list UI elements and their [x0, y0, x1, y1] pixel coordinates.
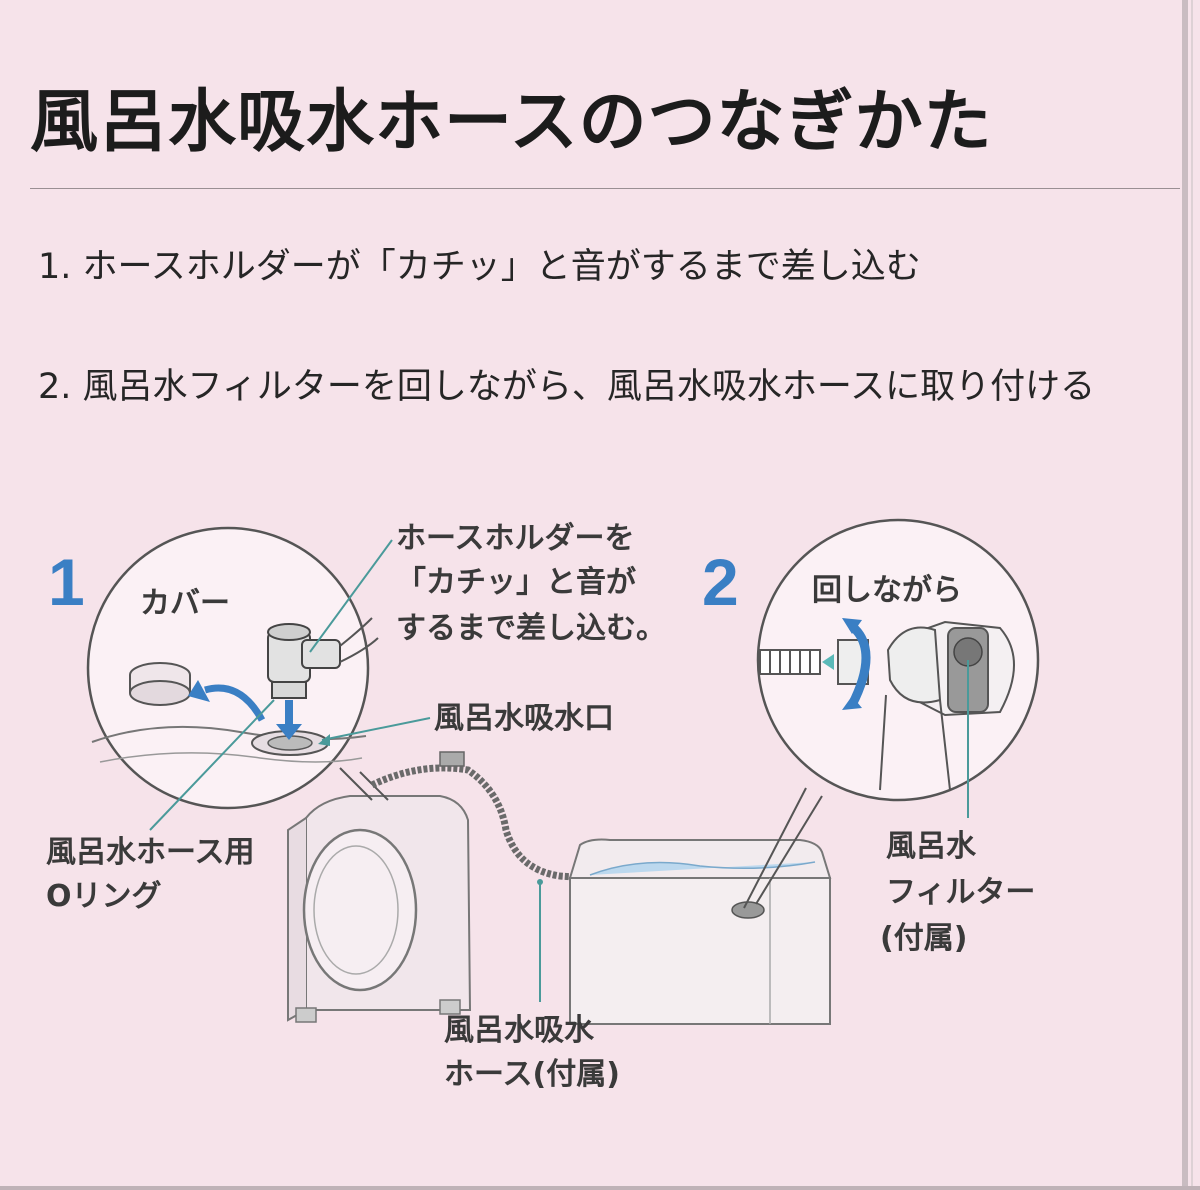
- washing-machine-icon: [287, 795, 472, 1023]
- cover-cap-icon: [129, 662, 191, 706]
- push-left-arrow-icon: [822, 654, 834, 670]
- label-holder-line2: 「カチッ」と音が: [396, 565, 636, 600]
- step-2-text: 2. 風呂水フィルターを回しながら、風呂水吸水ホースに取り付ける: [38, 367, 1096, 407]
- label-holder-line1: ホースホルダーを: [396, 521, 635, 556]
- step-1-text: 1. ホースホルダーが「カチッ」と音がするまで差し込む: [38, 247, 921, 287]
- step-1-callout-circle: [86, 526, 379, 810]
- label-oring-line2: Oリング: [46, 879, 162, 914]
- rotate-arrow-icon: [847, 622, 871, 708]
- label-hose-line2: ホース(付属): [444, 1057, 620, 1092]
- label-holder-line3: するまで差し込む。: [396, 611, 666, 646]
- scrollbar-edge: [1191, 0, 1193, 1190]
- remove-cover-arrow-icon: [204, 684, 266, 722]
- label-oring-line1: 風呂水ホース用: [46, 835, 255, 870]
- diagram-step-1-number: 1: [48, 545, 85, 619]
- bathtub-icon: [568, 838, 832, 1025]
- label-hose-line1: 風呂水吸水: [444, 1013, 595, 1048]
- scrollbar-track[interactable]: [1182, 0, 1188, 1190]
- label-rotate: 回しながら: [812, 573, 962, 608]
- page-title: 風呂水吸水ホースのつなぎかた: [30, 83, 993, 162]
- hose-holder-icon: [267, 617, 379, 699]
- label-filter-line1: 風呂水: [886, 829, 977, 864]
- bottom-edge: [0, 1186, 1200, 1190]
- label-inlet: 風呂水吸水口: [434, 701, 614, 736]
- hose-connection-diagram: 1 カバー ホースホルダーを: [46, 518, 1040, 1092]
- label-filter-line2: フィルター: [886, 875, 1035, 910]
- diagram-step-2-number: 2: [702, 545, 739, 619]
- label-cover: カバー: [140, 586, 230, 621]
- step-2-callout-circle: [756, 518, 1040, 802]
- title-divider: [30, 188, 1180, 189]
- label-filter-line3: (付属): [880, 921, 967, 956]
